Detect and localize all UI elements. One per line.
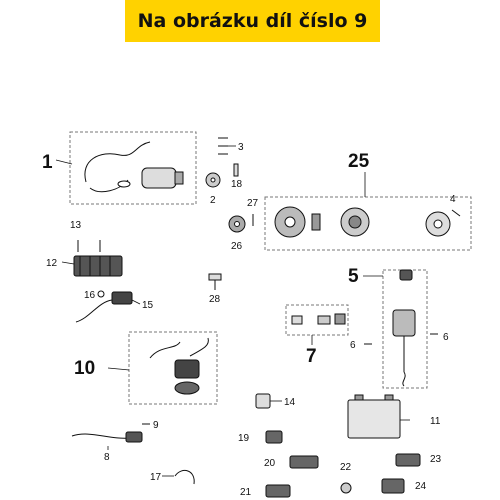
- page-title: Na obrázku díl číslo 9: [137, 10, 368, 32]
- callout-15: 15: [142, 300, 154, 311]
- callout-23: 23: [430, 454, 442, 465]
- callout-10: 10: [74, 358, 95, 379]
- sensor-part: [75, 290, 133, 323]
- cable-part: [71, 423, 150, 443]
- starter-motor-part: [84, 141, 184, 193]
- callout-17: 17: [150, 472, 162, 483]
- starter-gear-part: [205, 172, 221, 188]
- clip-part-18: [233, 163, 239, 177]
- group-box-starter: [69, 131, 197, 205]
- connector-part-21: [265, 484, 291, 498]
- key-set-part: [291, 313, 346, 325]
- callout-21: 21: [240, 487, 252, 498]
- callout-11: 11: [430, 416, 441, 427]
- connector-part-22: [340, 482, 352, 494]
- callout-9: 9: [153, 420, 159, 431]
- group-box-alternator: [264, 196, 472, 251]
- callout-22: 22: [340, 462, 352, 473]
- callout-18: 18: [231, 179, 243, 190]
- callout-12: 12: [46, 258, 58, 269]
- callout-19: 19: [238, 433, 250, 444]
- callout-1: 1: [42, 152, 53, 173]
- callout-8: 8: [104, 452, 110, 463]
- flywheel-part: [274, 206, 451, 238]
- callout-3: 3: [238, 142, 244, 153]
- bolts-part: [218, 137, 236, 155]
- connector-part-20: [289, 455, 319, 469]
- regulator-part: [73, 240, 123, 277]
- callout-24: 24: [415, 481, 427, 492]
- callout-28: 28: [209, 294, 221, 305]
- battery-part: [347, 394, 410, 439]
- clip-part-28: [208, 273, 222, 290]
- ignition-switch-part: [392, 269, 416, 387]
- callout-7: 7: [306, 346, 317, 367]
- callout-6a: 6: [443, 332, 449, 343]
- callout-20: 20: [264, 458, 276, 469]
- callout-26: 26: [231, 241, 243, 252]
- strap-part: [162, 469, 195, 485]
- pulse-gear-part: [228, 215, 246, 233]
- callout-13: 13: [70, 220, 82, 231]
- screw-part-4: [451, 209, 461, 217]
- connector-part-24: [381, 478, 405, 494]
- connector-part-23: [395, 453, 421, 467]
- callout-5: 5: [348, 266, 359, 287]
- callout-14: 14: [284, 397, 296, 408]
- group-box-ignition: [128, 331, 218, 405]
- ignition-coil-part: [149, 337, 209, 395]
- connector-part-19: [265, 430, 283, 444]
- callout-2: 2: [210, 195, 216, 206]
- group-box-keyset: [285, 304, 349, 336]
- callout-25: 25: [348, 151, 370, 172]
- callout-6b: 6: [350, 340, 356, 351]
- callout-16: 16: [84, 290, 96, 301]
- callout-4: 4: [450, 194, 456, 205]
- title-banner: Na obrázku díl číslo 9: [125, 0, 380, 42]
- relay-part: [255, 393, 271, 409]
- callout-27: 27: [247, 198, 259, 209]
